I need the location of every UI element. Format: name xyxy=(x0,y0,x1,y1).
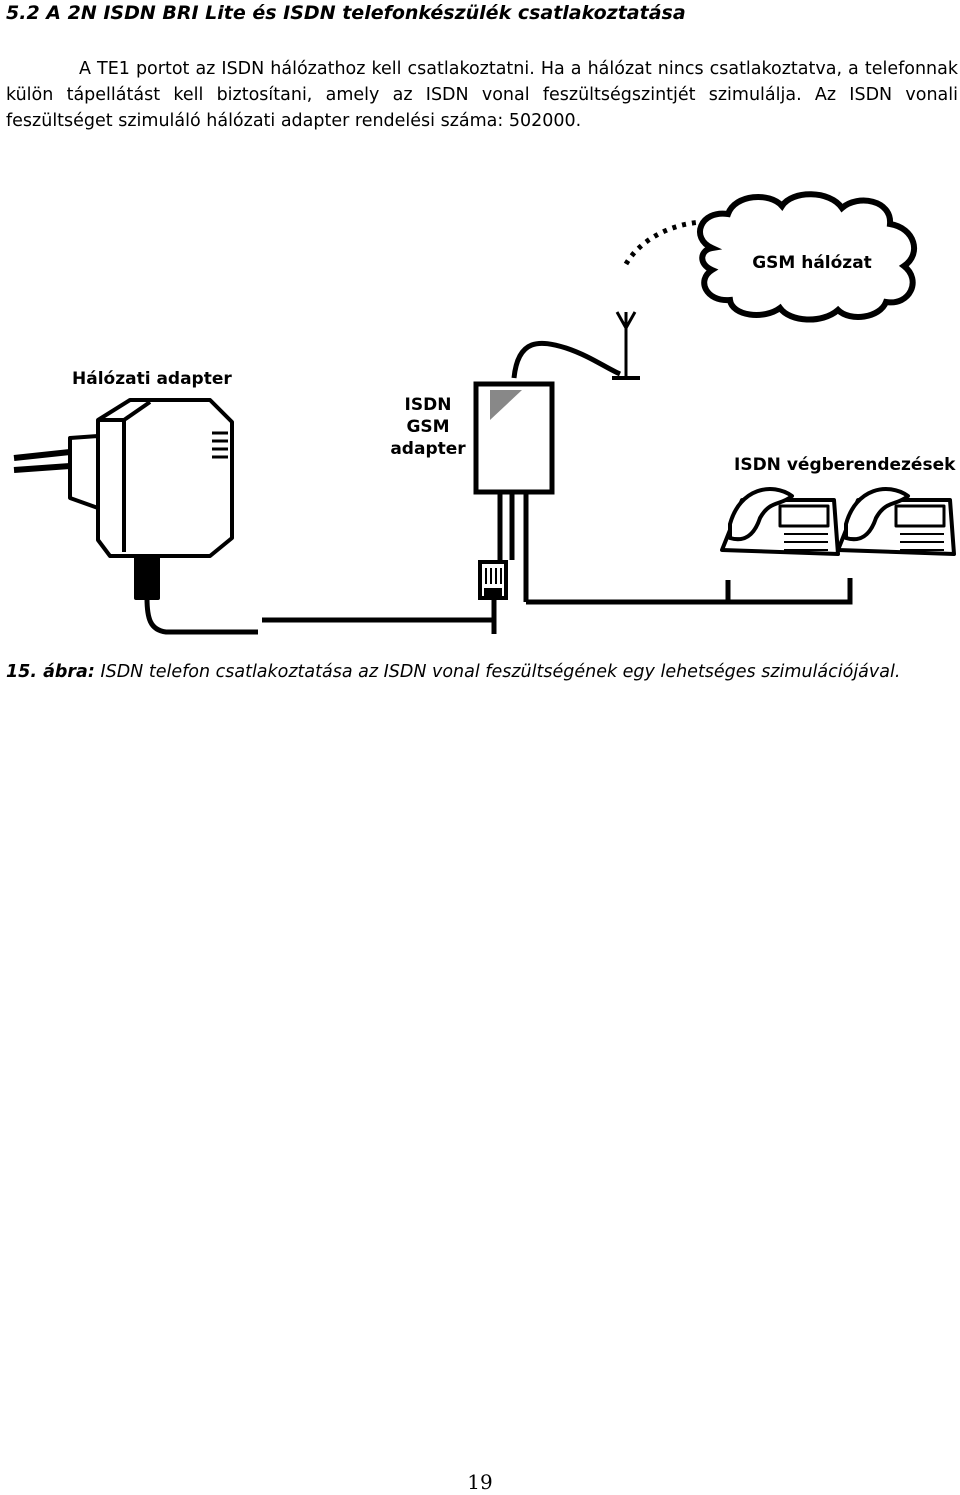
isdn-gsm-adapter-icon xyxy=(473,381,853,605)
antenna-icon xyxy=(612,311,640,380)
connection-diagram: GSM hálózat Hálózati adapter xyxy=(0,188,960,648)
body-paragraph: A TE1 portot az ISDN hálózathoz kell csa… xyxy=(6,59,958,131)
isdn-label: ISDN xyxy=(405,395,452,415)
isdn-phone-icon xyxy=(720,487,840,556)
section-heading: 5.2 A 2N ISDN BRI Lite és ISDN telefonké… xyxy=(6,2,686,24)
page-number: 19 xyxy=(467,1470,493,1494)
gsm-network-label: GSM hálózat xyxy=(752,253,872,273)
isdn-terminals-label: ISDN végberendezések xyxy=(734,455,956,475)
figure-number: 15. ábra: xyxy=(6,662,95,682)
gsm-label: GSM xyxy=(406,417,449,437)
gsm-network-cloud: GSM hálózat xyxy=(697,191,917,323)
rj-plug-icon xyxy=(262,560,508,634)
power-adapter-label: Hálózati adapter xyxy=(72,369,232,389)
figure-caption-text: ISDN telefon csatlakoztatása az ISDN von… xyxy=(94,662,901,682)
adapter-label: adapter xyxy=(390,439,466,459)
power-adapter-icon xyxy=(13,398,258,635)
radio-wave-icon xyxy=(623,219,703,266)
isdn-phone-icon xyxy=(836,487,956,556)
figure-caption: 15. ábra: ISDN telefon csatlakoztatása a… xyxy=(6,662,900,682)
